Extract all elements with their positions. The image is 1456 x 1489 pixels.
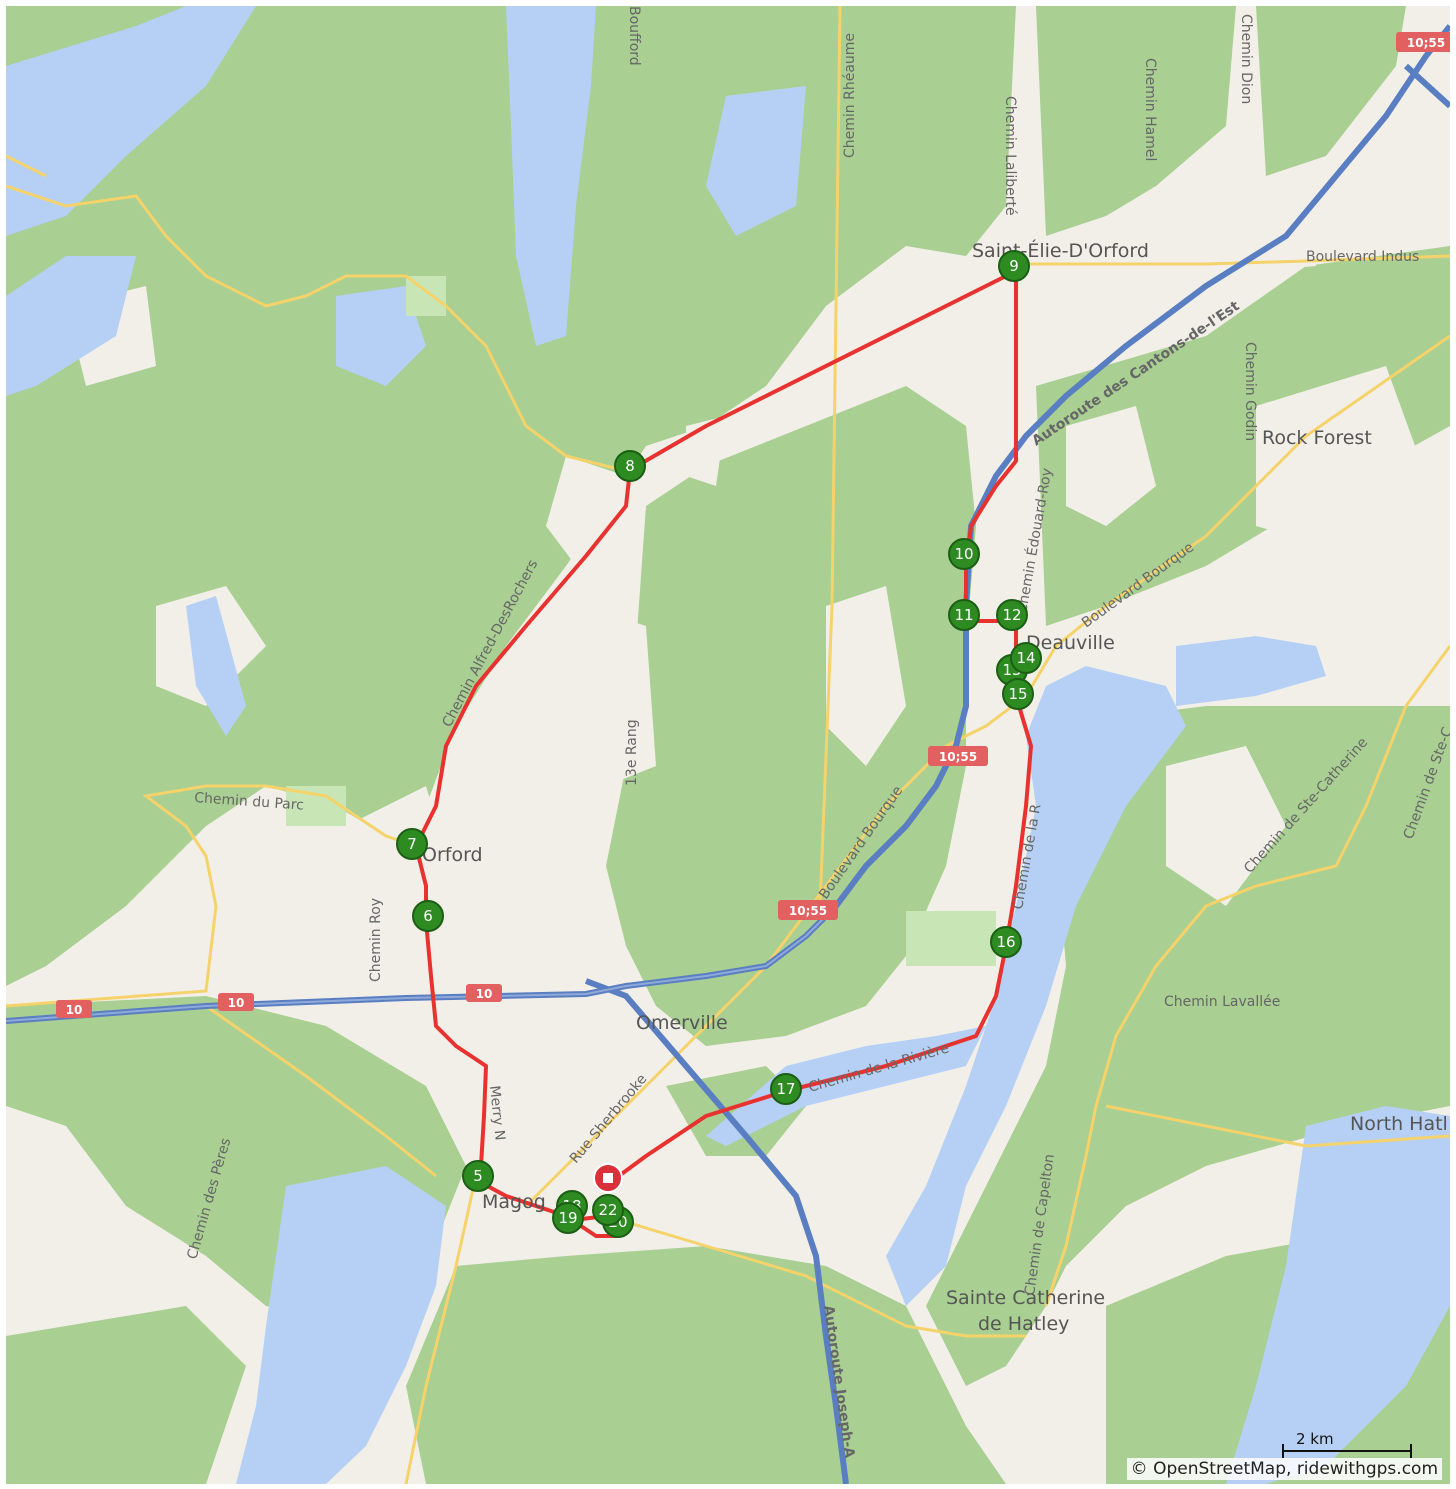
route-line <box>414 269 1033 1238</box>
scale-bar: 2 km <box>1282 1430 1418 1458</box>
road-chemin-godin: Chemin Godin <box>1242 342 1258 441</box>
highway-casing <box>6 905 837 1022</box>
place-orford: Orford <box>422 844 483 866</box>
road-boufford: Boufford <box>626 6 642 66</box>
svg-text:6: 6 <box>423 907 433 925</box>
svg-text:17: 17 <box>776 1080 795 1098</box>
place-omerville: Omerville <box>636 1012 728 1034</box>
svg-text:11: 11 <box>954 606 973 624</box>
waypoint-16[interactable]: 16 <box>990 926 1022 958</box>
road-chemin-lavallee: Chemin Lavallée <box>1164 994 1280 1010</box>
water-bodies <box>6 6 1450 1484</box>
parks <box>286 276 996 966</box>
road-chemin-du-parc: Chemin du Parc <box>194 790 305 814</box>
place-sainte-catherine: Sainte Catherine <box>946 1287 1105 1309</box>
waypoint-8[interactable]: 8 <box>614 450 646 482</box>
waypoint-7[interactable]: 7 <box>396 828 428 860</box>
minor-roads <box>6 6 1450 1484</box>
shield-10-55-c: 10;55 <box>1396 32 1450 52</box>
svg-text:10;55: 10;55 <box>939 750 977 764</box>
waypoint-19[interactable]: 19 <box>552 1202 584 1234</box>
road-13e-rang: 13e Rang <box>624 719 640 786</box>
waypoint-14[interactable]: 14 <box>1010 642 1042 674</box>
road-merry: Merry N <box>486 1085 508 1142</box>
road-chemin-dion: Chemin Dion <box>1238 14 1254 104</box>
place-labels: Saint-Élie-D'Orford Rock Forest Deauvill… <box>422 239 1448 1335</box>
highway-shields: 10 10 10 10;55 10;55 10;55 <box>56 32 1450 1018</box>
waypoint-10[interactable]: 10 <box>948 538 980 570</box>
place-rock-forest: Rock Forest <box>1262 427 1372 449</box>
start-finish-marker[interactable] <box>593 1163 623 1193</box>
place-de-hatley: de Hatley <box>978 1313 1069 1335</box>
waypoint-17[interactable]: 17 <box>770 1073 802 1105</box>
waypoint-9[interactable]: 9 <box>998 250 1030 282</box>
road-chemin-roy: Chemin Roy <box>368 898 384 982</box>
waypoint-15[interactable]: 15 <box>1002 678 1034 710</box>
waypoint-5[interactable]: 5 <box>462 1160 494 1192</box>
svg-text:14: 14 <box>1016 649 1035 667</box>
place-magog: Magog <box>482 1191 546 1213</box>
svg-text:16: 16 <box>996 933 1015 951</box>
waypoint-22[interactable]: 22 <box>592 1194 624 1226</box>
scale-label: 2 km <box>1296 1430 1334 1448</box>
shield-10-b: 10 <box>218 993 254 1011</box>
svg-text:12: 12 <box>1002 606 1021 624</box>
road-chemin-laliberte: Chemin Laliberté <box>1002 96 1018 216</box>
waypoint-markers: 5 6 7 8 9 10 11 12 13 14 15 16 17 18 19 … <box>396 250 1042 1238</box>
scale-tick-right <box>1410 1444 1412 1458</box>
svg-text:10;55: 10;55 <box>1407 36 1445 50</box>
shield-10-55-a: 10;55 <box>778 900 838 920</box>
svg-text:22: 22 <box>598 1201 617 1219</box>
shield-10-55-b: 10;55 <box>928 746 988 766</box>
svg-text:10: 10 <box>66 1003 83 1017</box>
svg-text:9: 9 <box>1009 257 1019 275</box>
shield-10-c: 10 <box>466 984 502 1002</box>
place-deauville: Deauville <box>1026 632 1115 654</box>
waypoint-12[interactable]: 12 <box>996 599 1028 631</box>
svg-text:10: 10 <box>476 987 493 1001</box>
svg-text:15: 15 <box>1008 685 1027 703</box>
svg-text:8: 8 <box>625 457 635 475</box>
scale-line <box>1282 1450 1412 1452</box>
map-canvas: Saint-Élie-D'Orford Rock Forest Deauvill… <box>6 6 1450 1484</box>
map-attribution[interactable]: © OpenStreetMap, ridewithgps.com <box>1126 1458 1442 1480</box>
road-chemin-hamel: Chemin Hamel <box>1142 58 1158 161</box>
svg-text:7: 7 <box>407 835 417 853</box>
waypoint-11[interactable]: 11 <box>948 599 980 631</box>
road-chemin-rheaume: Chemin Rhéaume <box>842 33 858 158</box>
svg-text:10: 10 <box>954 545 973 563</box>
place-saint-elie: Saint-Élie-D'Orford <box>972 239 1149 262</box>
waypoint-6[interactable]: 6 <box>412 900 444 932</box>
svg-text:10: 10 <box>228 996 245 1010</box>
svg-text:5: 5 <box>473 1167 483 1185</box>
svg-text:10;55: 10;55 <box>789 904 827 918</box>
place-north-hatley: North Hatl <box>1350 1113 1448 1135</box>
shield-10-a: 10 <box>56 1000 92 1018</box>
svg-text:19: 19 <box>558 1209 577 1227</box>
route-map[interactable]: Saint-Élie-D'Orford Rock Forest Deauvill… <box>6 6 1450 1484</box>
road-boulevard-indus: Boulevard Indus <box>1306 249 1419 265</box>
